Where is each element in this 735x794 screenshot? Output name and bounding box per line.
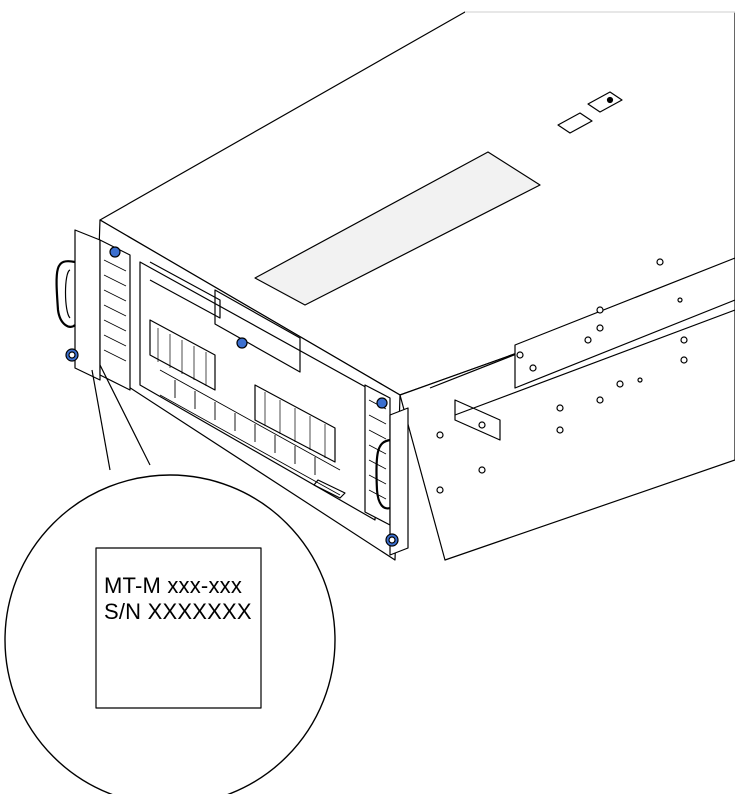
side-rail-mid bbox=[454, 309, 735, 416]
bay-inner-top bbox=[149, 261, 221, 319]
right-vent-screw bbox=[376, 397, 388, 409]
top-latch-dot bbox=[606, 96, 614, 104]
serial-number-label: S/N XXXXXXX bbox=[104, 599, 252, 624]
top-latch bbox=[587, 91, 623, 113]
machine-type-label: MT-M xxx-xxx bbox=[104, 573, 243, 598]
side-rail-mounting bbox=[454, 399, 501, 441]
left-rack-ear bbox=[74, 229, 101, 381]
bay-cage-left bbox=[149, 319, 216, 391]
side-holes bbox=[436, 258, 688, 494]
drive-bay-slots bbox=[159, 369, 341, 496]
left-vent-slots bbox=[103, 259, 127, 362]
callout-line-left bbox=[91, 369, 111, 471]
bay-blue-screw bbox=[236, 337, 248, 349]
left-handle-inner bbox=[64, 269, 71, 319]
bay-bottom-tab bbox=[313, 479, 346, 499]
bay-divider bbox=[214, 289, 301, 373]
top-label-plate bbox=[557, 112, 593, 134]
label-tag bbox=[95, 547, 262, 709]
top-panel-recess bbox=[254, 151, 541, 306]
left-handle bbox=[55, 260, 76, 328]
side-rail-low bbox=[514, 257, 735, 389]
left-vent-column bbox=[99, 239, 131, 391]
right-handle bbox=[375, 438, 391, 510]
cage-grid bbox=[157, 328, 326, 458]
right-rack-ear bbox=[389, 407, 409, 556]
left-vent-screw bbox=[109, 246, 121, 258]
callout-line-right bbox=[99, 364, 151, 466]
